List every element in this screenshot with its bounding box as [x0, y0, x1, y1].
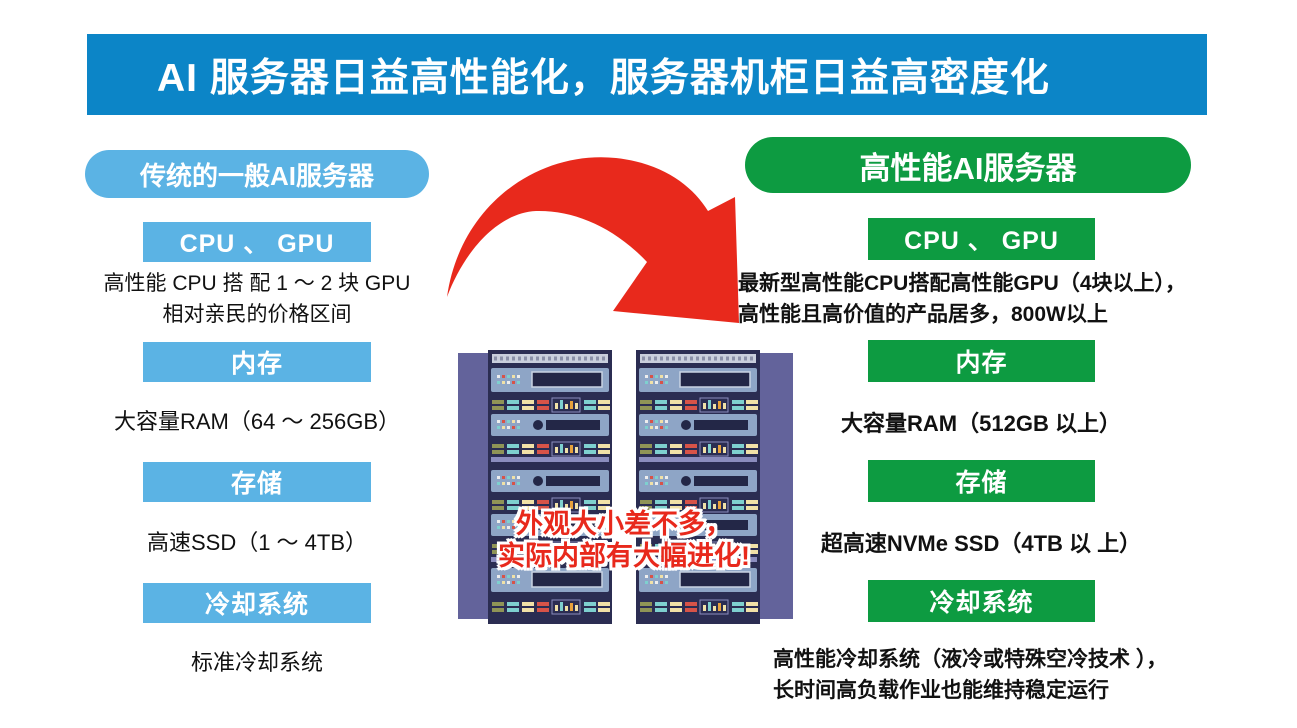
left-column-header-label: 传统的一般AI服务器	[139, 160, 374, 191]
spec-label: 内存	[230, 350, 283, 378]
spec-label: 冷却系统	[204, 591, 309, 619]
spec-label: 存储	[230, 470, 283, 498]
left-spec-desc-storage: 高速SSD（1 ～ 4TB）	[146, 530, 368, 555]
center-callout: 外观大小差不多， 实际内部有大幅进化!	[498, 509, 750, 571]
left-spec-box-memory: 内存	[143, 342, 371, 382]
spec-label: CPU 、 GPU	[179, 230, 335, 258]
right-spec-box-cooling: 冷却系统	[868, 580, 1095, 622]
left-spec-desc-memory: 大容量RAM（64 ～ 256GB）	[113, 409, 401, 434]
left-spec-box-cooling: 冷却系统	[143, 583, 371, 623]
spec-label: CPU 、 GPU	[904, 227, 1059, 255]
right-spec-desc-memory: 大容量RAM（512GB 以上）	[841, 411, 1121, 436]
left-spec-box-storage: 存储	[143, 462, 371, 502]
spec-label: 冷却系统	[929, 589, 1034, 617]
spec-label: 存储	[955, 469, 1008, 497]
right-spec-box-memory: 内存	[868, 340, 1095, 382]
left-spec-desc-cpu-gpu: 高性能 CPU 搭 配 1 ～ 2 块 GPU 相对亲民的价格区间	[103, 272, 411, 326]
right-spec-desc-cpu-gpu: 最新型高性能CPU搭配高性能GPU（4块以上）， 高性能且高价值的产品居多，80…	[738, 272, 1187, 326]
spec-label: 内存	[955, 349, 1008, 377]
right-spec-desc-cooling: 高性能冷却系统（液冷或特殊空冷技术 ）， 长时间高负载作业也能维持稳定运行	[773, 648, 1168, 702]
right-column-header-pill: 高性能AI服务器	[745, 137, 1191, 193]
left-column-header-pill: 传统的一般AI服务器	[85, 150, 429, 198]
title-banner: AI 服务器日益高性能化，服务器机柜日益高密度化	[87, 34, 1207, 115]
left-spec-desc-cooling: 标准冷却系统	[190, 650, 323, 675]
left-spec-box-cpu-gpu: CPU 、 GPU	[143, 222, 371, 262]
right-spec-box-storage: 存储	[868, 460, 1095, 502]
right-column-header-label: 高性能AI服务器	[859, 150, 1077, 186]
right-spec-box-cpu-gpu: CPU 、 GPU	[868, 218, 1095, 260]
server-racks-illustration	[458, 350, 793, 624]
right-spec-desc-storage: 超高速NVMe SSD（4TB 以 上）	[820, 531, 1142, 556]
slide-title: AI 服务器日益高性能化，服务器机柜日益高密度化	[157, 56, 1050, 100]
